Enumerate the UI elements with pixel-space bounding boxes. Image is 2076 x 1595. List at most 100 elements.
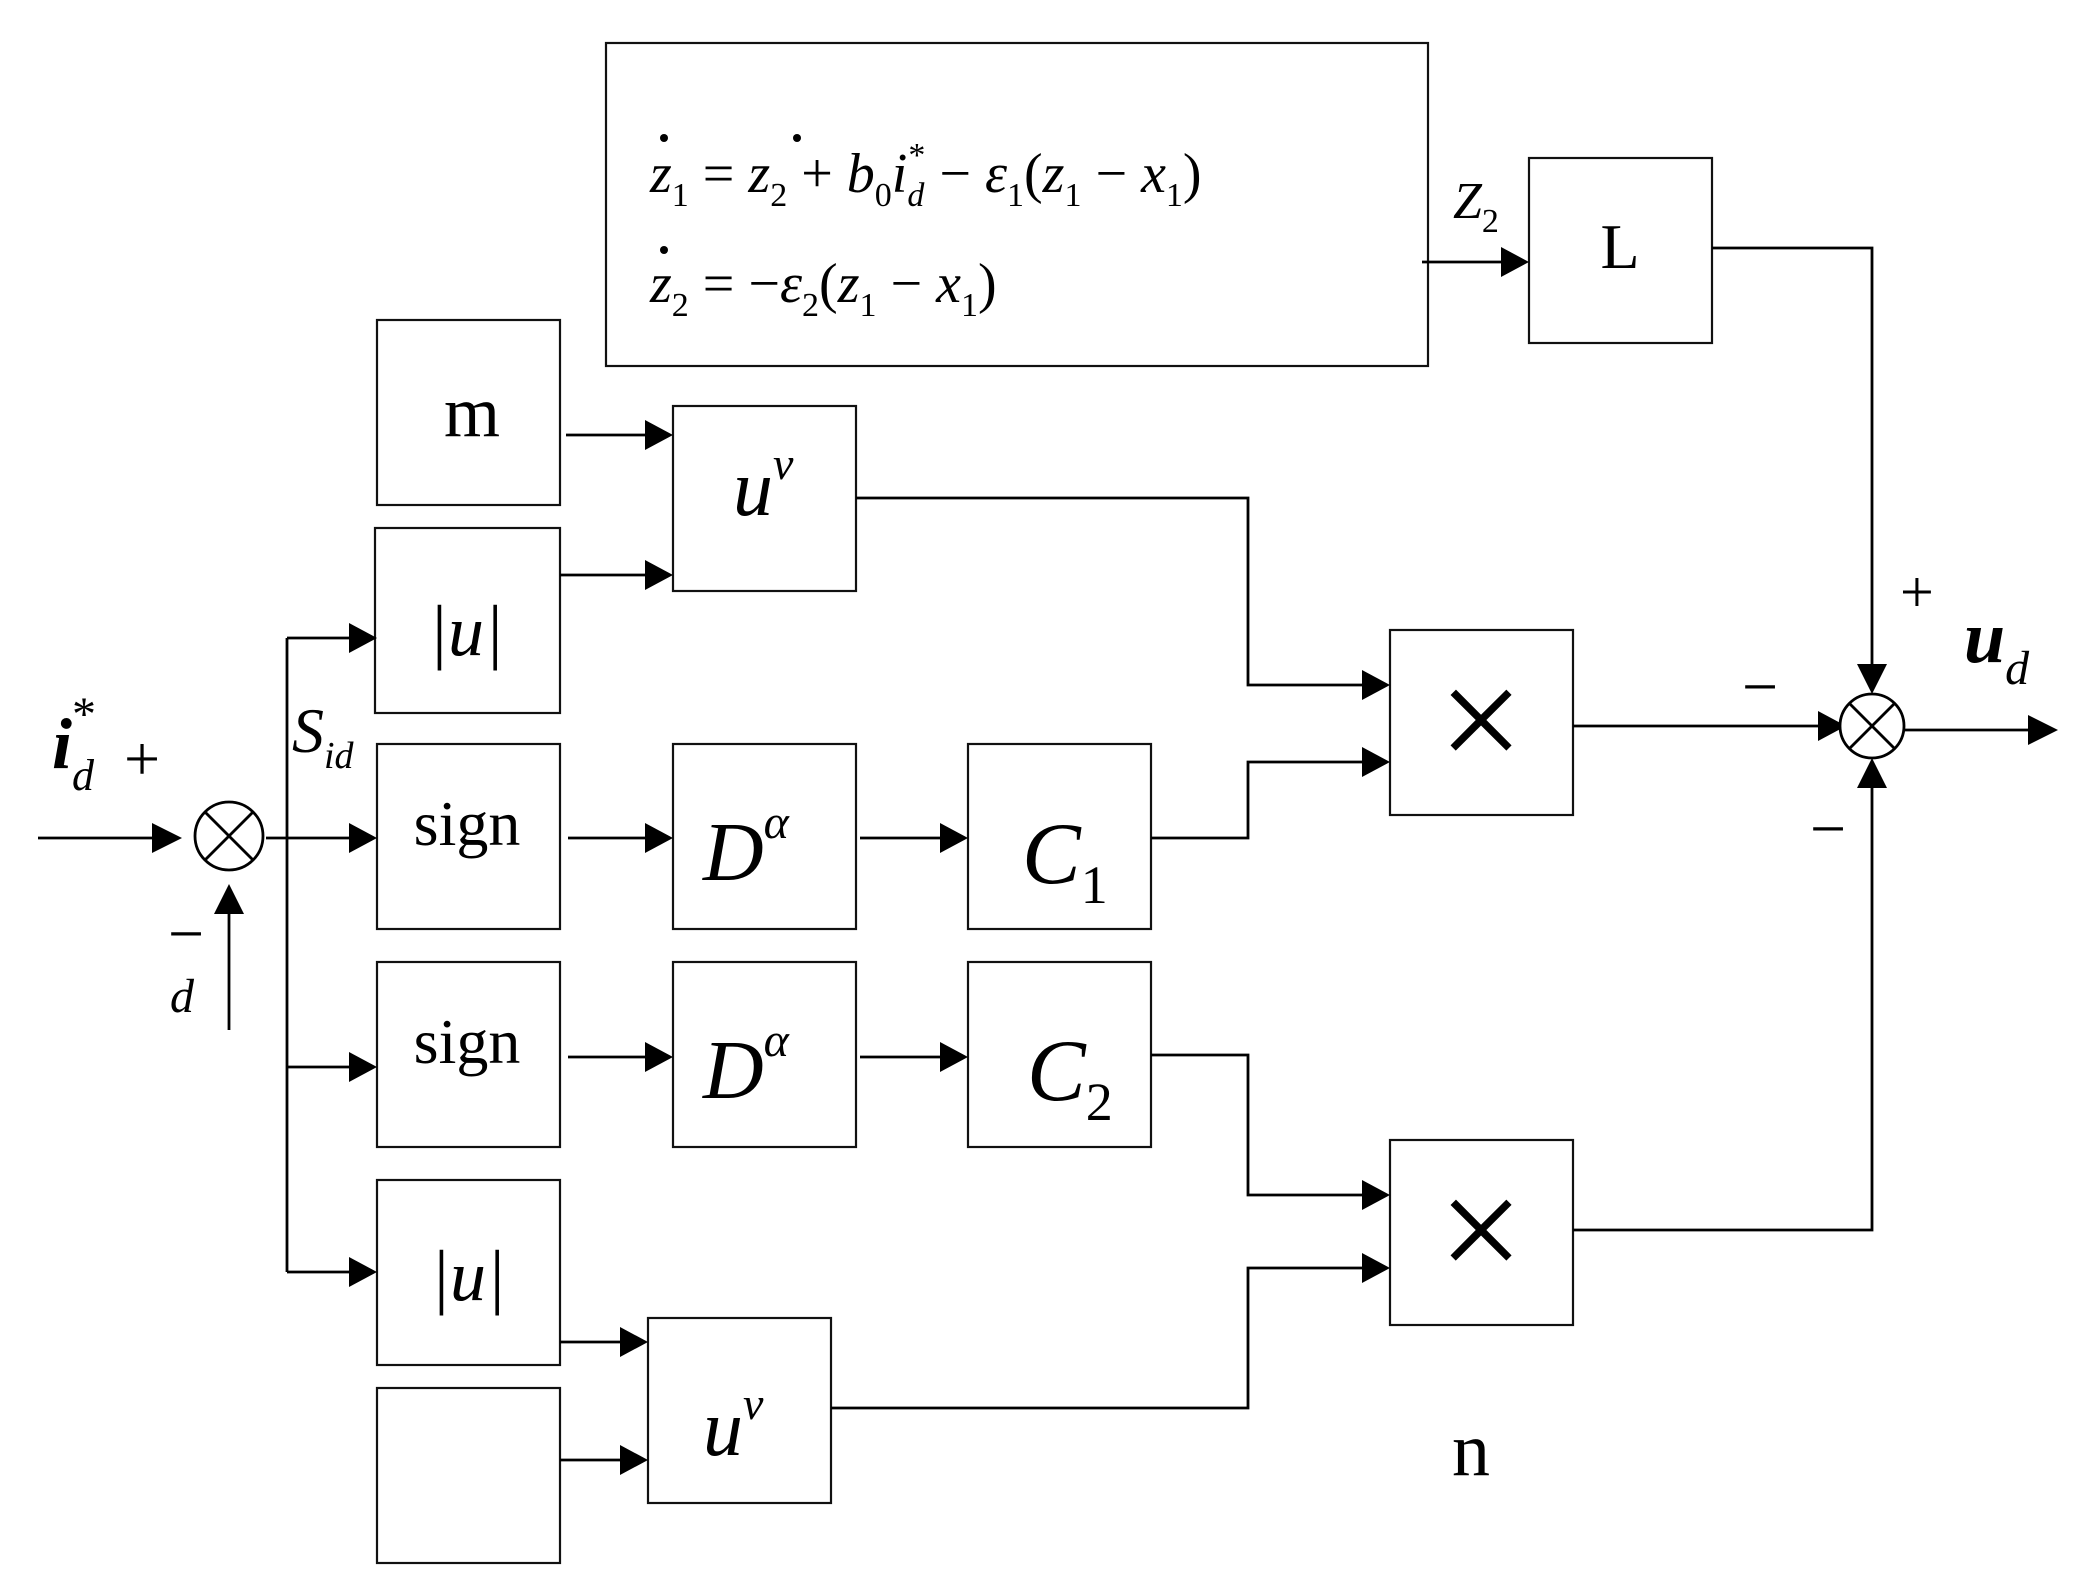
sum-minus-bottom-sign: − xyxy=(1810,793,1846,864)
arrow-eso-to-l xyxy=(1501,247,1529,277)
eq1-t1: z xyxy=(747,143,770,205)
frac-bottom-label: Dα xyxy=(702,1014,790,1117)
wire-power-top-to-mult xyxy=(856,496,1362,687)
wire-l-to-sum xyxy=(1712,246,1874,668)
input-summing-junction xyxy=(193,800,265,872)
power-block-bottom xyxy=(646,1316,833,1505)
eso-output-label: Z2 xyxy=(1453,173,1499,240)
multiplier-top-label: × xyxy=(1439,637,1524,803)
dot-accent xyxy=(660,134,668,142)
feedback-label: d xyxy=(170,970,195,1023)
eq1-t5-sub: 1 xyxy=(1064,177,1081,214)
m-constant-label: m xyxy=(444,372,500,452)
power-bottom-label: uv xyxy=(703,1378,764,1473)
feedback-minus-sign: − xyxy=(168,898,204,969)
arrow-input xyxy=(152,823,182,853)
gain-c1-block xyxy=(966,742,1153,931)
sum-plus-sign: + xyxy=(1900,559,1934,625)
arrow-abs-to-power-top xyxy=(645,560,673,590)
sign-top-label: sign xyxy=(414,788,521,859)
eq2-t1-sub: 2 xyxy=(802,287,819,324)
wire-power-bottom-to-mult xyxy=(831,1266,1362,1410)
sum-minus-left-sign: − xyxy=(1742,651,1778,722)
arrow-sign-bottom-to-frac xyxy=(645,1042,673,1072)
gain-c2-label: C2 xyxy=(1027,1023,1113,1132)
gain-c1-label: C1 xyxy=(1022,806,1108,915)
sign-block-bottom xyxy=(375,960,562,1149)
frac-top-label: Dα xyxy=(702,796,790,899)
arrow-frac-top-to-c1 xyxy=(940,823,968,853)
eq2-lhs-sub: 2 xyxy=(672,287,689,324)
eq1-t4: ε xyxy=(985,143,1008,205)
arrow-to-sign-top xyxy=(349,823,377,853)
eq1-t3-sub: d xyxy=(907,177,925,214)
svg-text:z2 = −ε2(z1 − x1): z2 = −ε2(z1 − x1) xyxy=(649,253,997,324)
eq1-t3-sup: * xyxy=(908,137,925,174)
wire-c1-to-mult xyxy=(1151,760,1362,840)
n-constant-label: n xyxy=(1452,1408,1490,1492)
wire-c2-to-mult xyxy=(1151,1053,1362,1197)
eq1-t2: b xyxy=(847,143,875,205)
error-signal-label: Sid xyxy=(292,695,355,777)
arrow-l-to-sum xyxy=(1857,664,1887,694)
n-constant-block xyxy=(375,1386,562,1565)
arrow-mult-bottom-to-sum xyxy=(1857,758,1887,788)
eq2-lhs: z xyxy=(649,253,672,315)
dot-accent xyxy=(793,134,801,142)
eq2-t3-sub: 1 xyxy=(961,287,978,324)
eq1-t5: z xyxy=(1042,143,1065,205)
eq1-t3: i xyxy=(892,143,908,205)
eq1-lhs-sub: 1 xyxy=(672,177,689,214)
l-gain-label: L xyxy=(1600,211,1639,282)
frac-derivative-block-top xyxy=(671,742,858,931)
arrow-feedback xyxy=(214,884,244,914)
input-plus-sign: + xyxy=(124,723,160,794)
arrow-output xyxy=(2028,715,2058,745)
eq2-t2: z xyxy=(837,253,860,315)
eq1-lhs: z xyxy=(649,143,672,205)
output-summing-junction xyxy=(1838,692,1906,760)
arrow-c2-to-mult xyxy=(1362,1180,1390,1210)
output-signal-label: ud xyxy=(1964,597,2030,695)
eso-equation-1: z1 = z2 + b0id* − ε1(z1 − x1) xyxy=(649,134,1202,214)
abs-bottom-label: |u| xyxy=(430,1236,506,1316)
m-constant-block xyxy=(375,318,562,507)
arrow-mult-top-to-sum xyxy=(1818,711,1846,741)
abs-block-top xyxy=(373,526,562,715)
abs-block-bottom xyxy=(375,1178,562,1367)
sign-block-top xyxy=(375,742,562,931)
arrow-power-top-to-mult xyxy=(1362,670,1390,700)
eso-equation-2: z2 = −ε2(z1 − x1) xyxy=(649,246,997,324)
multiplier-block-bottom xyxy=(1388,1138,1575,1327)
arrow-to-sign-bottom xyxy=(349,1052,377,1082)
eq2-t1: ε xyxy=(780,253,803,315)
power-top-label: uv xyxy=(733,438,794,533)
arrow-c1-to-mult xyxy=(1362,747,1390,777)
arrow-m-to-power xyxy=(645,420,673,450)
wire-mult-bottom-to-sum xyxy=(1573,784,1874,1232)
arrow-power-bottom-to-mult xyxy=(1362,1253,1390,1283)
frac-derivative-block-bottom xyxy=(671,960,858,1149)
arrow-sign-top-to-frac xyxy=(645,823,673,853)
abs-top-label: |u| xyxy=(428,591,504,671)
multiplier-bottom-label: × xyxy=(1439,1147,1524,1313)
arrow-abs-to-power-bottom xyxy=(620,1327,648,1357)
eq1-t2-sub: 0 xyxy=(875,177,892,214)
sign-bottom-label: sign xyxy=(414,1006,521,1077)
svg-text:z1 = z2 + b0id* − ε1(z1 − x1): z1 = z2 + b0id* − ε1(z1 − x1) xyxy=(649,137,1202,214)
eq1-t1-sub: 2 xyxy=(770,177,787,214)
eq1-t6-sub: 1 xyxy=(1166,177,1183,214)
eq2-t3: x xyxy=(935,253,961,315)
l-gain-block xyxy=(1527,156,1714,345)
dot-accent xyxy=(660,246,668,254)
eq2-t2-sub: 1 xyxy=(860,287,877,324)
eq1-t4-sub: 1 xyxy=(1007,177,1024,214)
multiplier-block-top xyxy=(1388,628,1575,817)
eso-block xyxy=(604,41,1430,368)
arrow-to-abs-top xyxy=(349,623,377,653)
input-signal-label: id* xyxy=(52,688,96,800)
eq1-t6: x xyxy=(1140,143,1166,205)
arrow-to-abs-bottom xyxy=(349,1257,377,1287)
arrow-n-to-power xyxy=(620,1445,648,1475)
